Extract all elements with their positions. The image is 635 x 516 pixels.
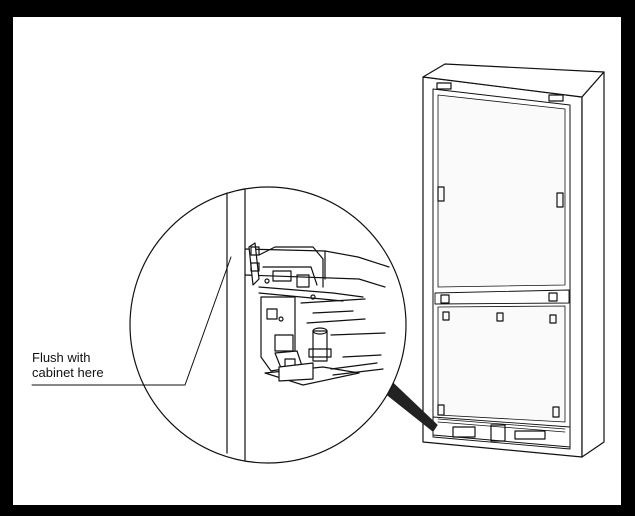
lower-center-clip [496,312,504,322]
upper-right-bracket [556,192,564,208]
bottom-mechanism-center [490,424,506,442]
lower-left-foot-bracket [437,404,445,416]
lower-door-panel [437,305,566,423]
top-left-hinge [436,82,452,90]
refrigerator-unit [422,63,605,458]
bottom-mechanism-left [452,426,476,438]
divider-band [434,289,570,305]
bottom-mechanism-right [514,430,546,440]
diagram-panel: Flush with cabinet here [11,15,623,507]
installation-illustration [31,63,605,464]
mid-left-bracket [440,294,450,304]
top-right-hinge [548,94,564,102]
lower-right-clip [549,314,557,324]
lower-right-foot-bracket [552,406,560,418]
fridge-side [581,71,605,458]
upper-door-panel [437,94,566,288]
zoom-detail [129,186,407,464]
lower-left-clip [442,311,450,321]
callout-label-line2: cabinet here [32,365,104,380]
callout-label-line1: Flush with [32,350,91,365]
callout-leader [31,256,232,386]
upper-left-bracket [437,186,445,202]
mid-right-bracket [548,292,558,302]
